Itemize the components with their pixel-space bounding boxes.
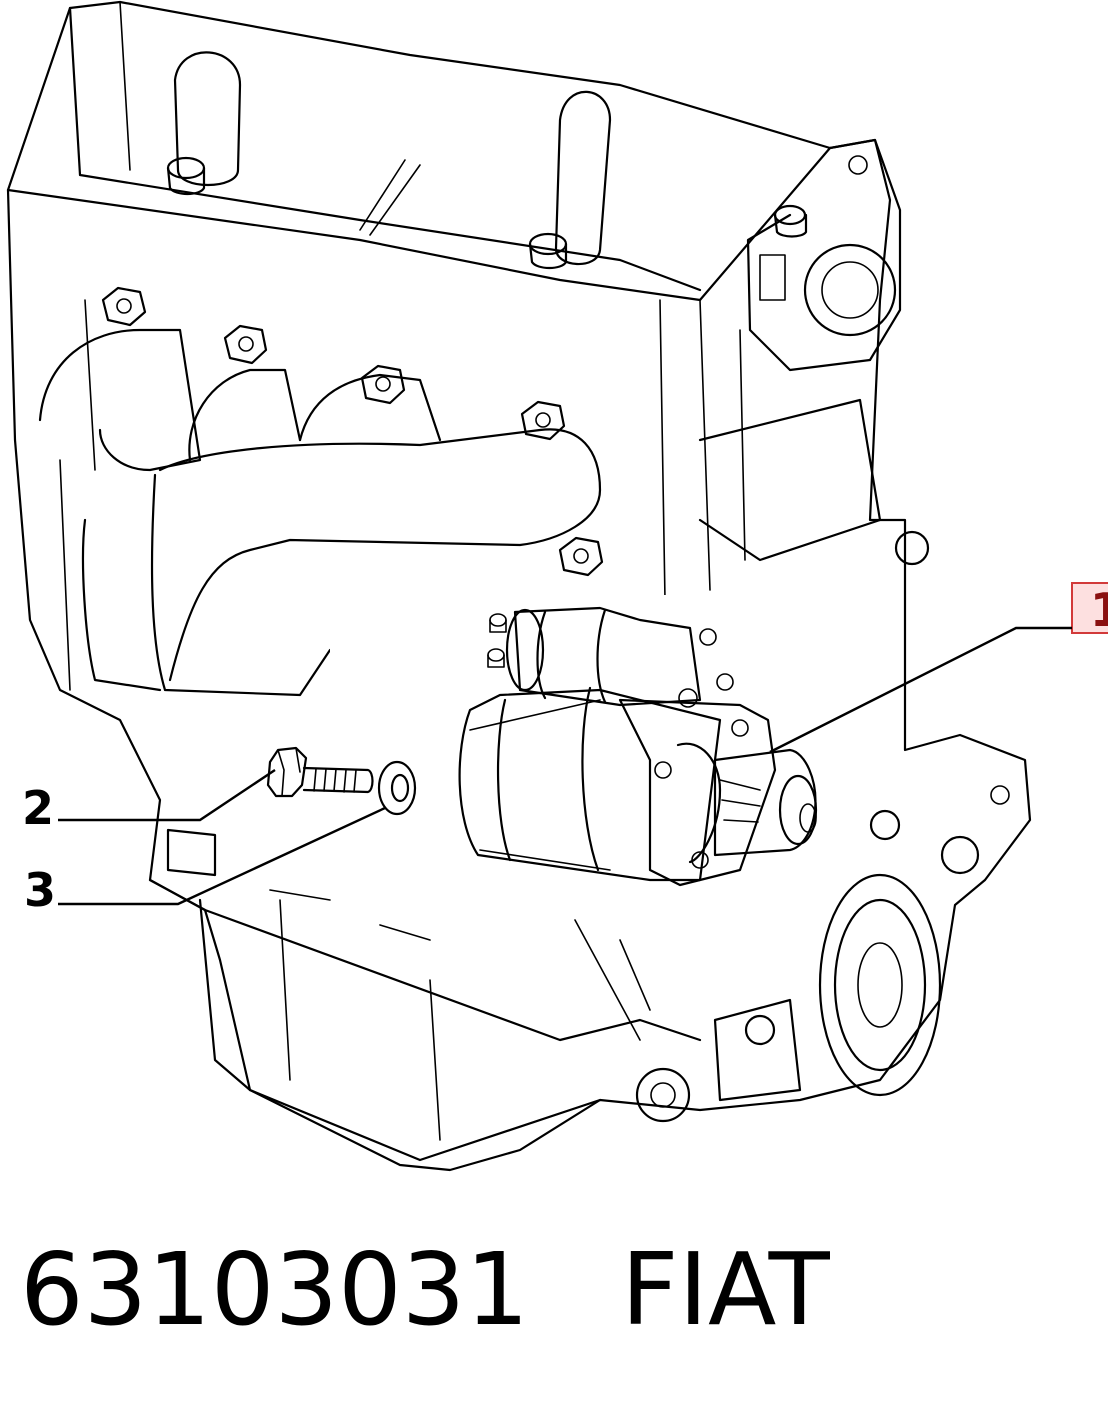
callout-2[interactable]: 2 [22, 769, 276, 835]
starter-knockout [330, 595, 830, 895]
engine-block-drawing [6, 0, 1032, 1172]
manifold-nut [360, 364, 406, 405]
callout-3-label: 3 [24, 863, 56, 917]
callout-1-label: 1 [1090, 583, 1108, 637]
manifold-nut [223, 324, 268, 365]
callout-1[interactable]: 1 [769, 582, 1108, 754]
washer[interactable] [377, 760, 417, 816]
head-bolt [166, 156, 206, 196]
manifold-nut [101, 286, 147, 327]
callout-3-leader [58, 806, 386, 906]
bolt[interactable] [266, 746, 374, 798]
part-number: 63103031 [20, 1231, 529, 1348]
callout-2-label: 2 [22, 781, 54, 835]
brand-name: FIAT [620, 1231, 830, 1348]
crank-pulley [818, 873, 942, 1097]
callout-1-highlight [1071, 582, 1108, 634]
head-bolt [773, 204, 808, 238]
solenoid-terminal [487, 613, 507, 668]
manifold-nut [558, 536, 604, 577]
head-bolt [528, 232, 568, 270]
manifold-nut [520, 400, 566, 441]
callout-2-leader [58, 769, 276, 822]
callout-1-leader [769, 626, 1072, 754]
starter-motor[interactable] [458, 606, 818, 887]
callout-3[interactable]: 3 [24, 806, 386, 917]
